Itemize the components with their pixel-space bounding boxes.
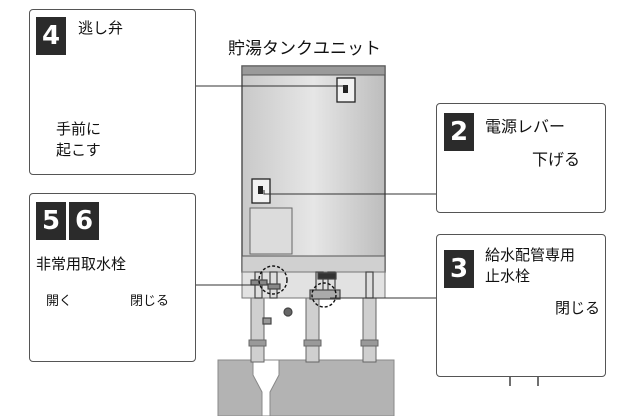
power-lever-direction: 下げる	[532, 150, 581, 169]
foundation-base	[217, 359, 395, 416]
hot-water-tank-unit	[241, 65, 386, 299]
step-number-5: 5	[36, 202, 66, 240]
power-lever-label: 電源レバー	[485, 117, 566, 136]
leader-lines	[195, 85, 436, 299]
emergency-tap-label: 非常用取水栓	[36, 255, 127, 273]
supply-valve-highlight	[311, 282, 337, 308]
tank-legs	[248, 297, 379, 363]
open-label: 開く	[46, 294, 73, 309]
relief-valve-note-line1: 手前に	[56, 120, 102, 138]
step-number-6: 6	[69, 202, 99, 240]
step-number-4: 4	[36, 17, 66, 55]
relief-valve-label: 逃し弁	[78, 19, 124, 37]
supply-valve-close-label: 閉じる	[555, 299, 601, 317]
step-number-2: 2	[444, 113, 474, 151]
step-number-3: 3	[444, 250, 474, 288]
supply-valve-panel	[436, 234, 606, 377]
emergency-tap-highlight	[258, 265, 288, 295]
diagram-title: 貯湯タンクユニット	[228, 39, 381, 59]
close-label: 閉じる	[130, 294, 170, 309]
supply-valve-label-line1: 給水配管専用	[485, 246, 576, 264]
supply-valve-label-line2: 止水栓	[485, 267, 531, 285]
relief-valve-note-line2: 起こす	[56, 141, 101, 159]
